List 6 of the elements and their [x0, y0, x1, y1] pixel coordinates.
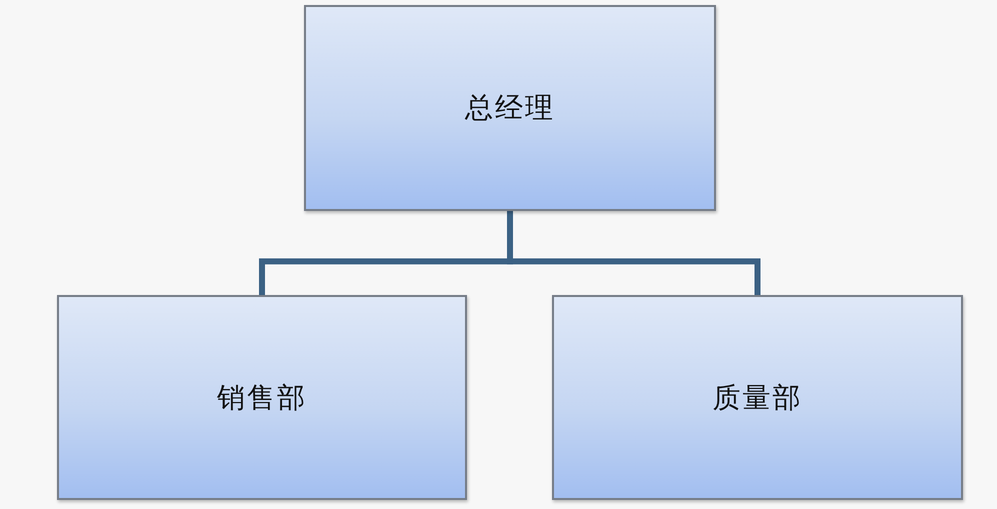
box-title: 质量部 [712, 380, 802, 416]
org-box [552, 295, 963, 500]
box-title: 总经理 [465, 90, 555, 126]
org-box [304, 5, 716, 211]
org-box [57, 295, 467, 500]
box-title: 销售部 [217, 380, 307, 416]
